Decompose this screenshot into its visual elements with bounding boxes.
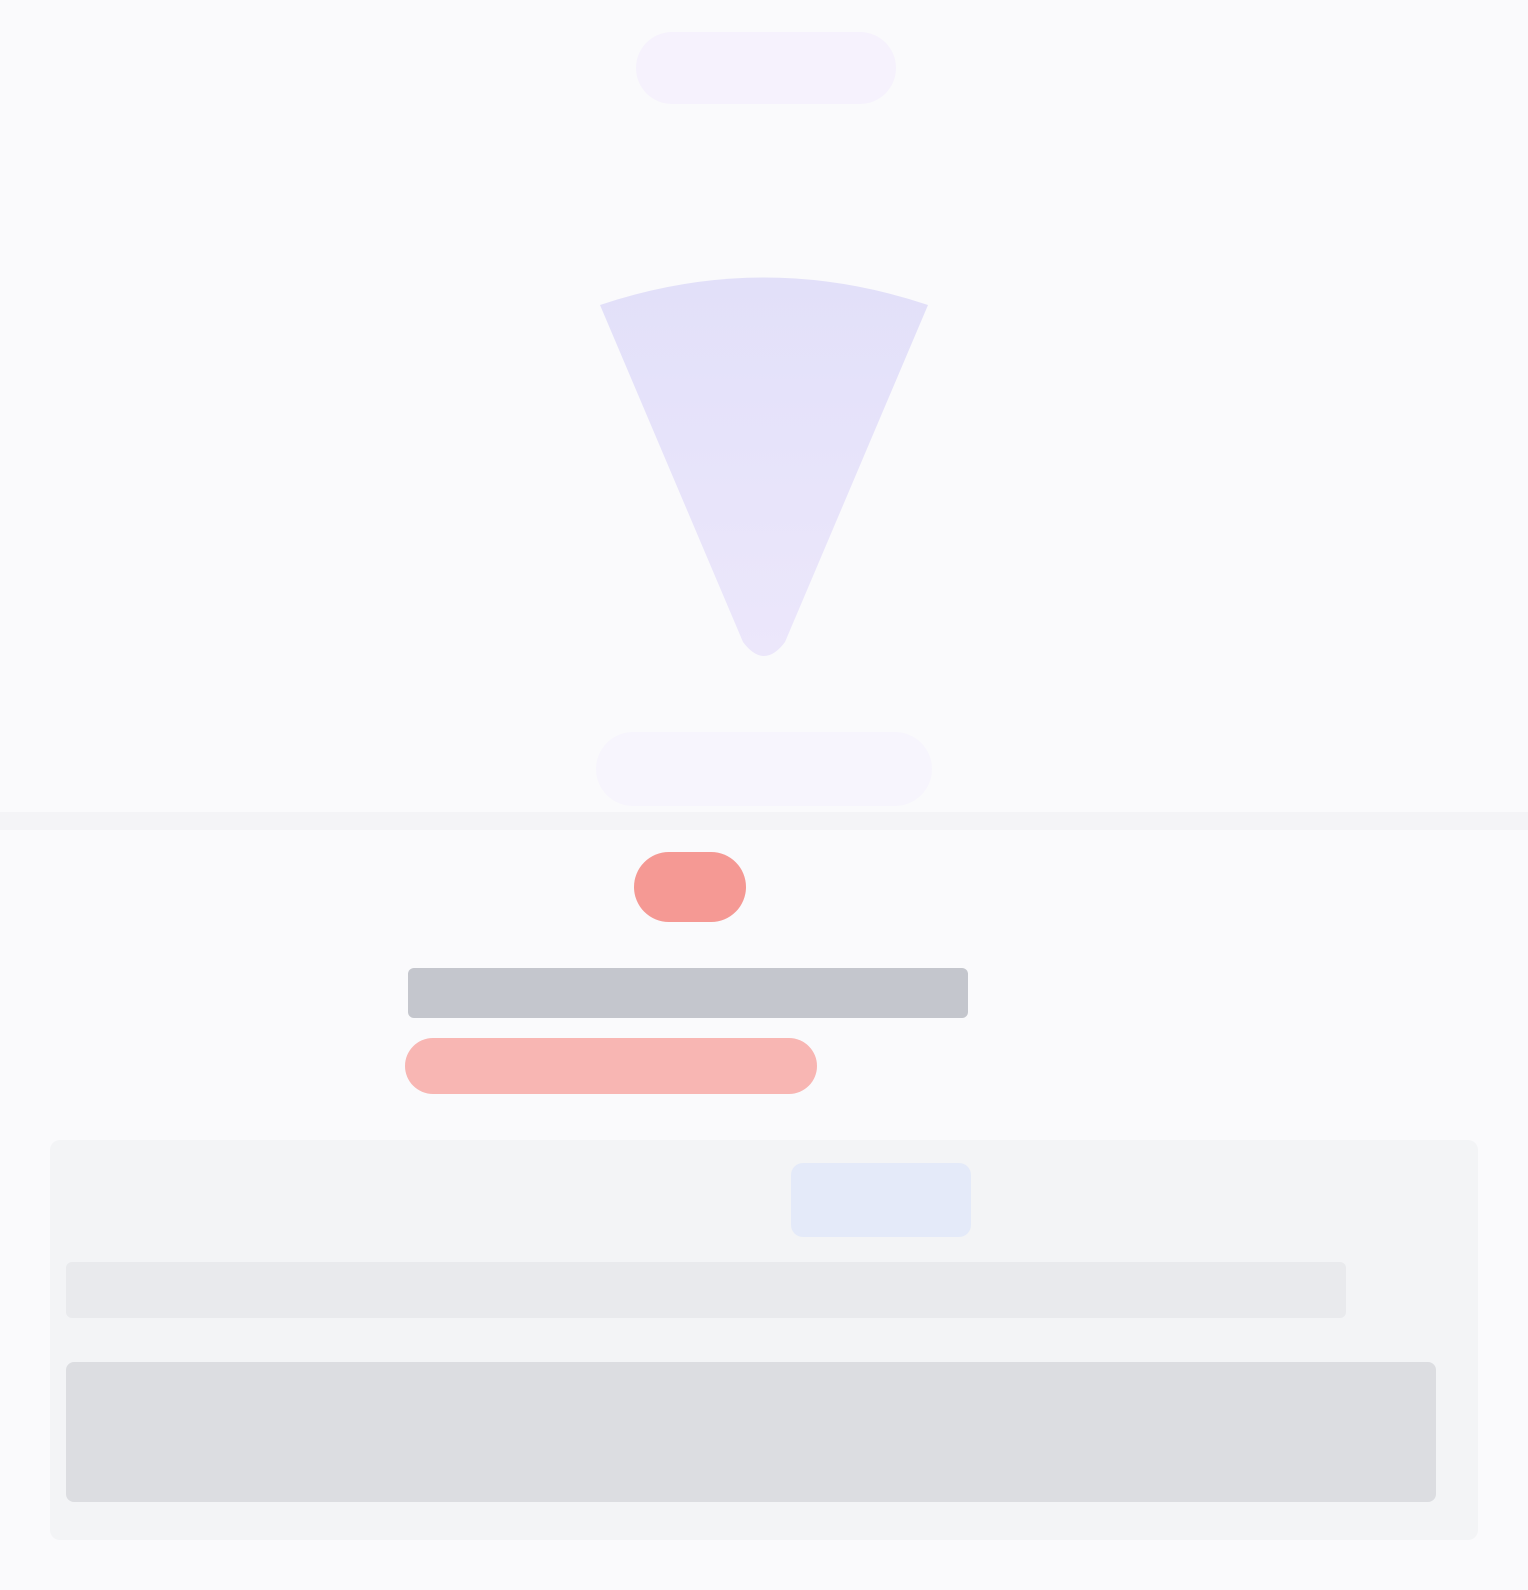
top-status-pill — [636, 32, 896, 104]
section-divider — [0, 812, 1528, 830]
headline — [408, 968, 968, 1018]
tab-3[interactable] — [557, 1163, 737, 1237]
alert-row — [405, 1036, 1195, 1096]
tab-6[interactable] — [1261, 1163, 1441, 1237]
cta-button[interactable] — [634, 852, 746, 922]
alert-bar[interactable] — [405, 1038, 817, 1094]
tab-1[interactable] — [87, 1163, 267, 1237]
content-block — [66, 1362, 1436, 1502]
tab-4-active[interactable] — [791, 1163, 972, 1237]
funnel-graphic — [600, 277, 928, 656]
content-row — [66, 1262, 1346, 1318]
tab-bar — [60, 1150, 1468, 1250]
funnel-shape — [600, 277, 928, 656]
legend-pill — [596, 732, 932, 806]
cta-row — [598, 852, 746, 922]
tab-5[interactable] — [1026, 1163, 1206, 1237]
tab-2[interactable] — [322, 1163, 502, 1237]
